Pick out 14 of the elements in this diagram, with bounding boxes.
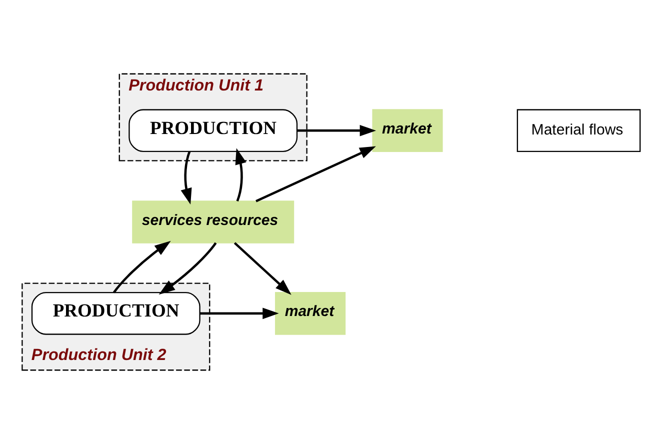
- legend-label: Material flows: [531, 122, 624, 139]
- arrow: [234, 242, 292, 295]
- arrow: [297, 124, 376, 136]
- node-box: market: [372, 109, 443, 152]
- node-box: market: [275, 292, 346, 335]
- arrow: [200, 308, 279, 320]
- arrow: [158, 242, 217, 295]
- arrow: [180, 151, 192, 204]
- node-box: services resources: [132, 200, 294, 244]
- node-box: PRODUCTION: [128, 109, 298, 152]
- node-box: PRODUCTION: [31, 292, 200, 335]
- arrow: [256, 146, 376, 202]
- arrow: [112, 240, 171, 294]
- arrow: [235, 148, 246, 202]
